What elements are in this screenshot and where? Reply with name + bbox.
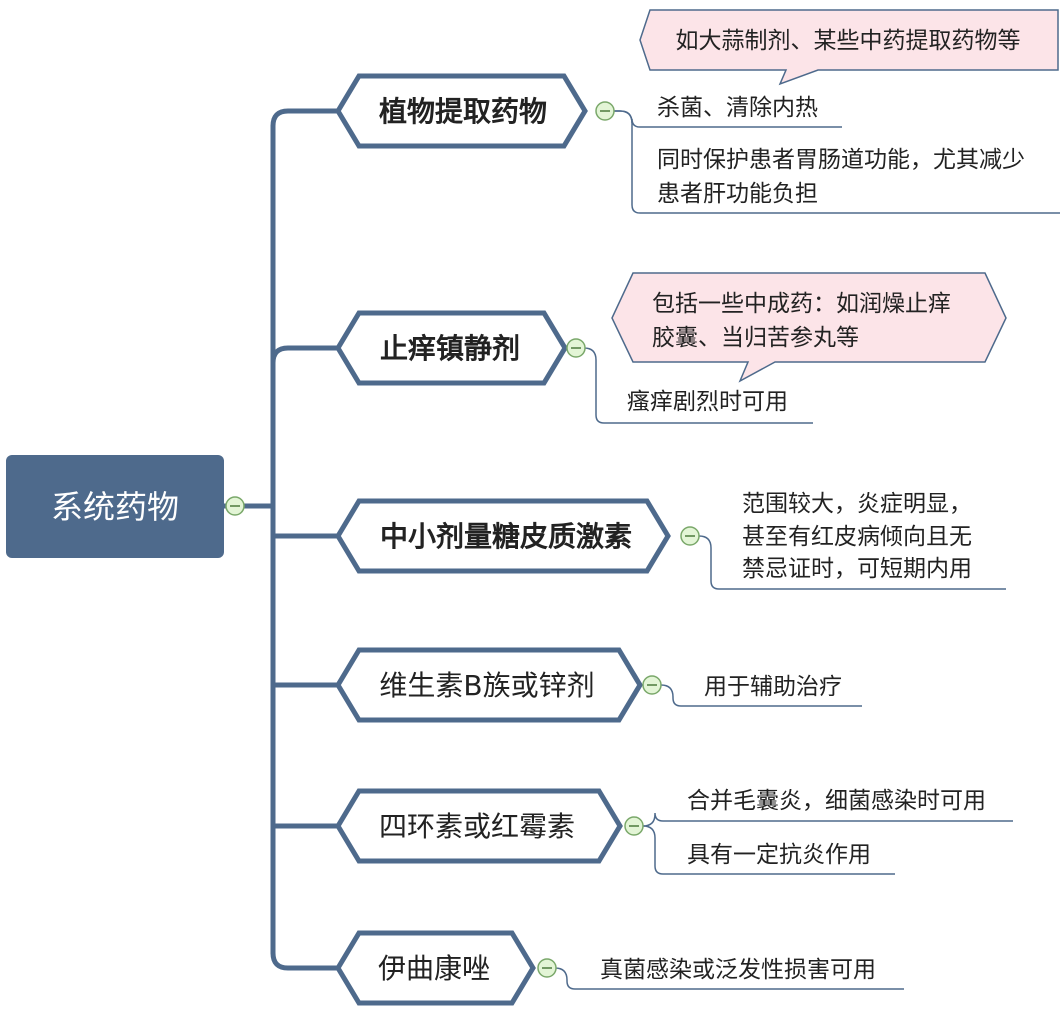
branch-hexagon xyxy=(335,930,536,1006)
branch-hexagon xyxy=(335,73,588,149)
leaf-label: 范围较大，炎症明显， xyxy=(742,491,972,517)
collapse-toggles xyxy=(225,101,700,978)
leaf-label: 杀菌、清除内热 xyxy=(657,95,818,121)
collapse-toggle[interactable] xyxy=(566,338,586,358)
leaf-connector xyxy=(614,110,1060,214)
branch-hexagon xyxy=(335,788,623,864)
branch-node[interactable]: 四环素或红霉素 xyxy=(335,788,623,864)
leaf-connector xyxy=(642,812,1013,827)
callout-bubble: 如大蒜制剂、某些中药提取药物等 xyxy=(639,9,1059,86)
leaf-label: 同时保护患者胃肠道功能，尤其减少 xyxy=(657,147,1025,173)
branch-label: 植物提取药物 xyxy=(379,95,547,128)
collapse-toggle[interactable] xyxy=(595,101,615,121)
leaf-node[interactable]: 瘙痒剧烈时可用 xyxy=(627,389,788,415)
leaf-node[interactable]: 杀菌、清除内热 xyxy=(657,95,818,121)
branch-label: 维生素B族或锌剂 xyxy=(379,669,594,702)
leaf-connector xyxy=(642,825,895,875)
leaf-node[interactable]: 用于辅助治疗 xyxy=(704,674,842,700)
branch-connector xyxy=(270,108,338,127)
root-box xyxy=(6,455,224,558)
leaf-label: 甚至有红皮病倾向且无 xyxy=(742,524,972,550)
leaf-node[interactable]: 真菌感染或泛发性损害可用 xyxy=(600,957,876,983)
branch-node[interactable]: 伊曲康唑 xyxy=(335,930,536,1006)
leaf-node[interactable]: 合并毛囊炎，细菌感染时可用 xyxy=(687,788,986,814)
callout-label: 包括一些中成药：如润燥止痒 xyxy=(652,291,951,317)
leaf-label: 合并毛囊炎，细菌感染时可用 xyxy=(687,788,986,814)
leaf-node[interactable]: 具有一定抗炎作用 xyxy=(687,842,871,868)
leaf-label: 禁忌证时，可短期内用 xyxy=(742,556,972,582)
leaf-label: 瘙痒剧烈时可用 xyxy=(627,389,788,415)
callout-label: 如大蒜制剂、某些中药提取药物等 xyxy=(676,28,1021,54)
leaf-label: 患者肝功能负担 xyxy=(657,181,818,207)
leaf-connector xyxy=(698,535,1006,590)
branch-label: 中小剂量糖皮质激素 xyxy=(380,520,632,553)
callout-label: 胶囊、当归苦参丸等 xyxy=(652,325,859,351)
branch-node[interactable]: 维生素B族或锌剂 xyxy=(335,647,643,723)
leaf-label: 具有一定抗炎作用 xyxy=(687,842,871,868)
branch-node[interactable]: 植物提取药物 xyxy=(335,73,588,149)
branch-label: 止痒镇静剂 xyxy=(380,332,520,365)
collapse-toggle[interactable] xyxy=(537,958,557,978)
branch-connector xyxy=(270,345,338,364)
leaf-lines: 杀菌、清除内热同时保护患者胃肠道功能，尤其减少患者肝功能负担瘙痒剧烈时可用范围较… xyxy=(554,95,1060,990)
branch-connector xyxy=(270,952,338,971)
branch-label: 伊曲康唑 xyxy=(378,952,490,985)
branch-hexagon xyxy=(335,310,568,386)
connectors xyxy=(224,108,338,971)
callout-shape xyxy=(611,272,1007,383)
callout-shape xyxy=(639,9,1059,86)
collapse-toggle[interactable] xyxy=(624,816,644,836)
root-label: 系统药物 xyxy=(51,488,179,526)
collapse-toggle[interactable] xyxy=(680,526,700,546)
leaf-label: 用于辅助治疗 xyxy=(704,674,842,700)
branch-hexagon xyxy=(335,647,643,723)
collapse-toggle[interactable] xyxy=(642,675,662,695)
collapse-toggle[interactable] xyxy=(225,496,245,516)
leaf-label: 真菌感染或泛发性损害可用 xyxy=(600,957,876,983)
leaf-connector xyxy=(660,684,862,707)
branch-node[interactable]: 中小剂量糖皮质激素 xyxy=(335,498,671,574)
root-node[interactable]: 系统药物 xyxy=(6,455,224,558)
branch-node[interactable]: 止痒镇静剂 xyxy=(335,310,568,386)
leaf-connector xyxy=(583,347,813,424)
branch-label: 四环素或红霉素 xyxy=(379,810,575,843)
leaf-connector xyxy=(554,967,904,990)
branch-hexagon xyxy=(335,498,671,574)
